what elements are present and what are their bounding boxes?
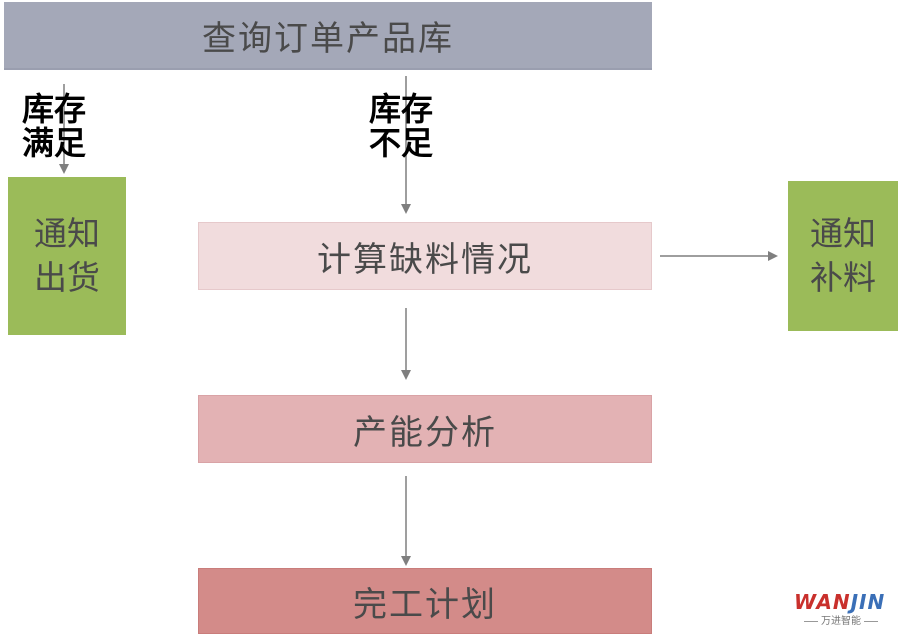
logo-subtitle-text: 万进智能 bbox=[821, 616, 861, 627]
capacity-analysis-box: 产能分析 bbox=[198, 395, 652, 463]
condition-stock-sufficient: 库存 满足 bbox=[22, 90, 87, 162]
logo-brand-wan: WAN bbox=[794, 590, 851, 614]
condition-stock-insufficient: 库存 不足 bbox=[369, 90, 434, 162]
wanjin-logo: WANJIN 万进智能 bbox=[786, 590, 896, 630]
notify-shipment-line-2: 出货 bbox=[34, 258, 100, 297]
notify-shipment-line-1: 通知 bbox=[34, 214, 100, 253]
calc-shortage-box: 计算缺料情况 bbox=[198, 222, 652, 290]
logo-subtitle: 万进智能 bbox=[790, 612, 892, 627]
notify-replenish-line-2: 补料 bbox=[810, 258, 876, 297]
notify-shipment-box: 通知 出货 bbox=[8, 177, 126, 335]
logo-brand-jin: JIN bbox=[850, 590, 886, 614]
notify-replenish-box: 通知 补料 bbox=[788, 181, 898, 331]
notify-replenish-line-1: 通知 bbox=[810, 214, 876, 253]
query-order-db-box: 查询订单产品库 bbox=[4, 2, 652, 70]
logo-brand: WANJIN bbox=[794, 590, 885, 614]
completion-plan-box: 完工计划 bbox=[198, 568, 652, 634]
